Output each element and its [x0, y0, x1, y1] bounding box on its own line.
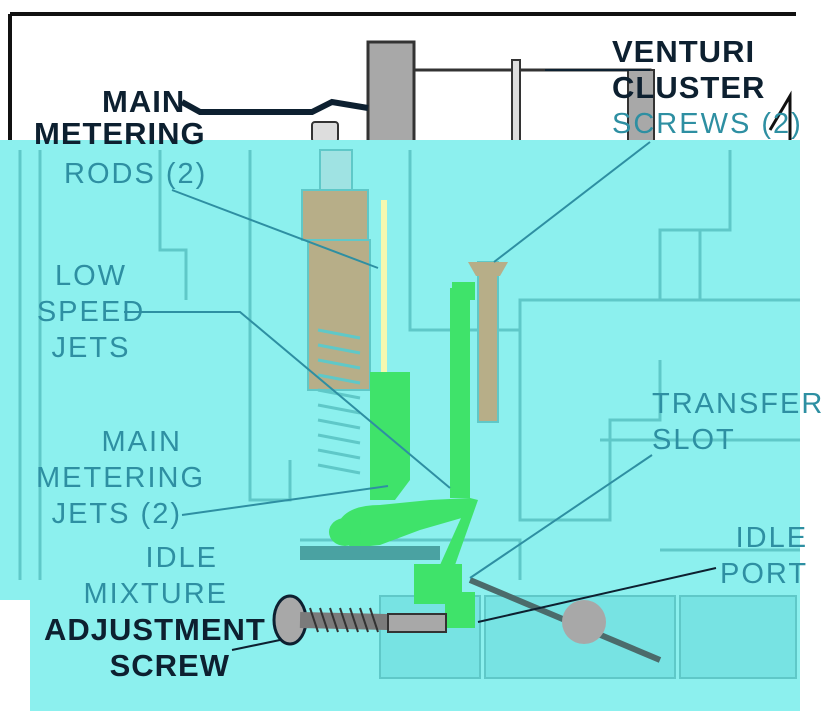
metering-rod-piston-top — [301, 189, 369, 241]
venturi-cluster-screw-top — [511, 59, 521, 143]
frame-right-fragment — [768, 90, 792, 140]
label-transfer-slot: TRANSFER SLOT — [652, 386, 824, 458]
throttle-shaft — [562, 600, 606, 644]
fuel-bowl-level — [370, 372, 410, 500]
label-line: SCREWS (2) — [612, 108, 803, 140]
throttle-body-base — [300, 546, 440, 560]
main-jet-blob — [329, 518, 361, 546]
rod-cap-top — [311, 121, 339, 143]
label-line: PORT — [720, 558, 809, 590]
main-metering-rod — [381, 200, 387, 500]
label-line: CLUSTER — [612, 70, 766, 105]
label-line: VENTURI — [612, 34, 756, 69]
label-idle-port: IDLE PORT — [720, 520, 808, 592]
frame-top — [8, 12, 796, 140]
label-line: JETS (2) — [51, 498, 182, 530]
label-line: IDLE — [145, 542, 218, 574]
label-line: MIXTURE — [83, 578, 228, 610]
leader-main-metering-rods-top — [180, 98, 369, 115]
label-line: RODS (2) — [64, 158, 208, 190]
venturi-cluster-screw — [477, 261, 499, 423]
label-line: SLOT — [652, 424, 736, 456]
label-line: METERING — [36, 462, 206, 494]
label-low-speed-jets: LOW SPEED JETS — [32, 258, 150, 366]
label-idle-mixture-adjustment-screw: IDLE MIXTURE ADJUSTMENT SCREW — [44, 540, 266, 684]
lower-left-margin — [0, 600, 30, 711]
venturi-screw-head — [468, 262, 508, 276]
label-line: JETS — [51, 332, 131, 364]
idle-channel — [440, 498, 478, 565]
label-venturi-cluster-screws: VENTURI CLUSTER SCREWS (2) — [612, 34, 803, 142]
low-speed-tube — [450, 288, 470, 498]
label-line: ADJUSTMENT — [44, 612, 266, 647]
carburetor-cutaway-illustration — [0, 12, 800, 711]
air-horn-wall — [366, 40, 416, 144]
label-line: MAIN — [102, 84, 186, 119]
label-line: SCREW — [109, 648, 230, 683]
label-line: TRANSFER — [652, 388, 824, 420]
label-line: METERING — [34, 116, 206, 151]
metering-rod-well — [307, 239, 371, 391]
fuel-passage-main — [340, 498, 472, 548]
label-line: LOW — [54, 260, 128, 292]
vent-block-top — [627, 69, 655, 143]
label-line: IDLE — [735, 522, 809, 554]
leader-lines — [124, 141, 717, 651]
carburetor-diagram: MAIN METERING RODS (2) VENTURI CLUSTER S… — [0, 12, 823, 711]
label-main-metering-rods: MAIN METERING RODS (2) — [34, 84, 208, 192]
lower-block-3 — [679, 595, 797, 679]
idle-needle — [387, 613, 447, 633]
label-line: SPEED — [36, 296, 146, 328]
idle-screw-threads — [309, 607, 379, 633]
metering-rod-cap — [319, 149, 353, 191]
idle-port-block — [445, 592, 475, 628]
label-line: MAIN — [101, 426, 182, 458]
low-speed-jet-cap — [452, 282, 475, 300]
label-main-metering-jets: MAIN METERING JETS (2) — [36, 424, 206, 532]
